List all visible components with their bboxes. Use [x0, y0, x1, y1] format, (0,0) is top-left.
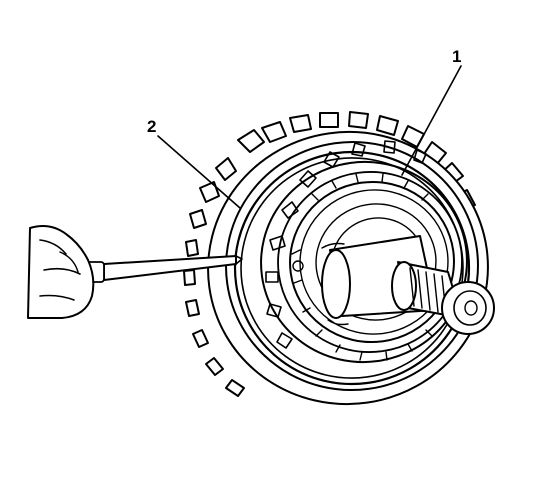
callout-label-1: 1: [452, 47, 462, 66]
callout-label-2: 2: [147, 117, 157, 136]
clutch-plate-outer: [260, 160, 468, 364]
clutch-plate-teeth: [265, 140, 427, 349]
leader-line-2: [157, 135, 241, 209]
shaft-splines: [391, 261, 495, 335]
leader-line-1: [401, 65, 462, 176]
hand: [27, 225, 95, 319]
housing-lip: [225, 140, 479, 392]
